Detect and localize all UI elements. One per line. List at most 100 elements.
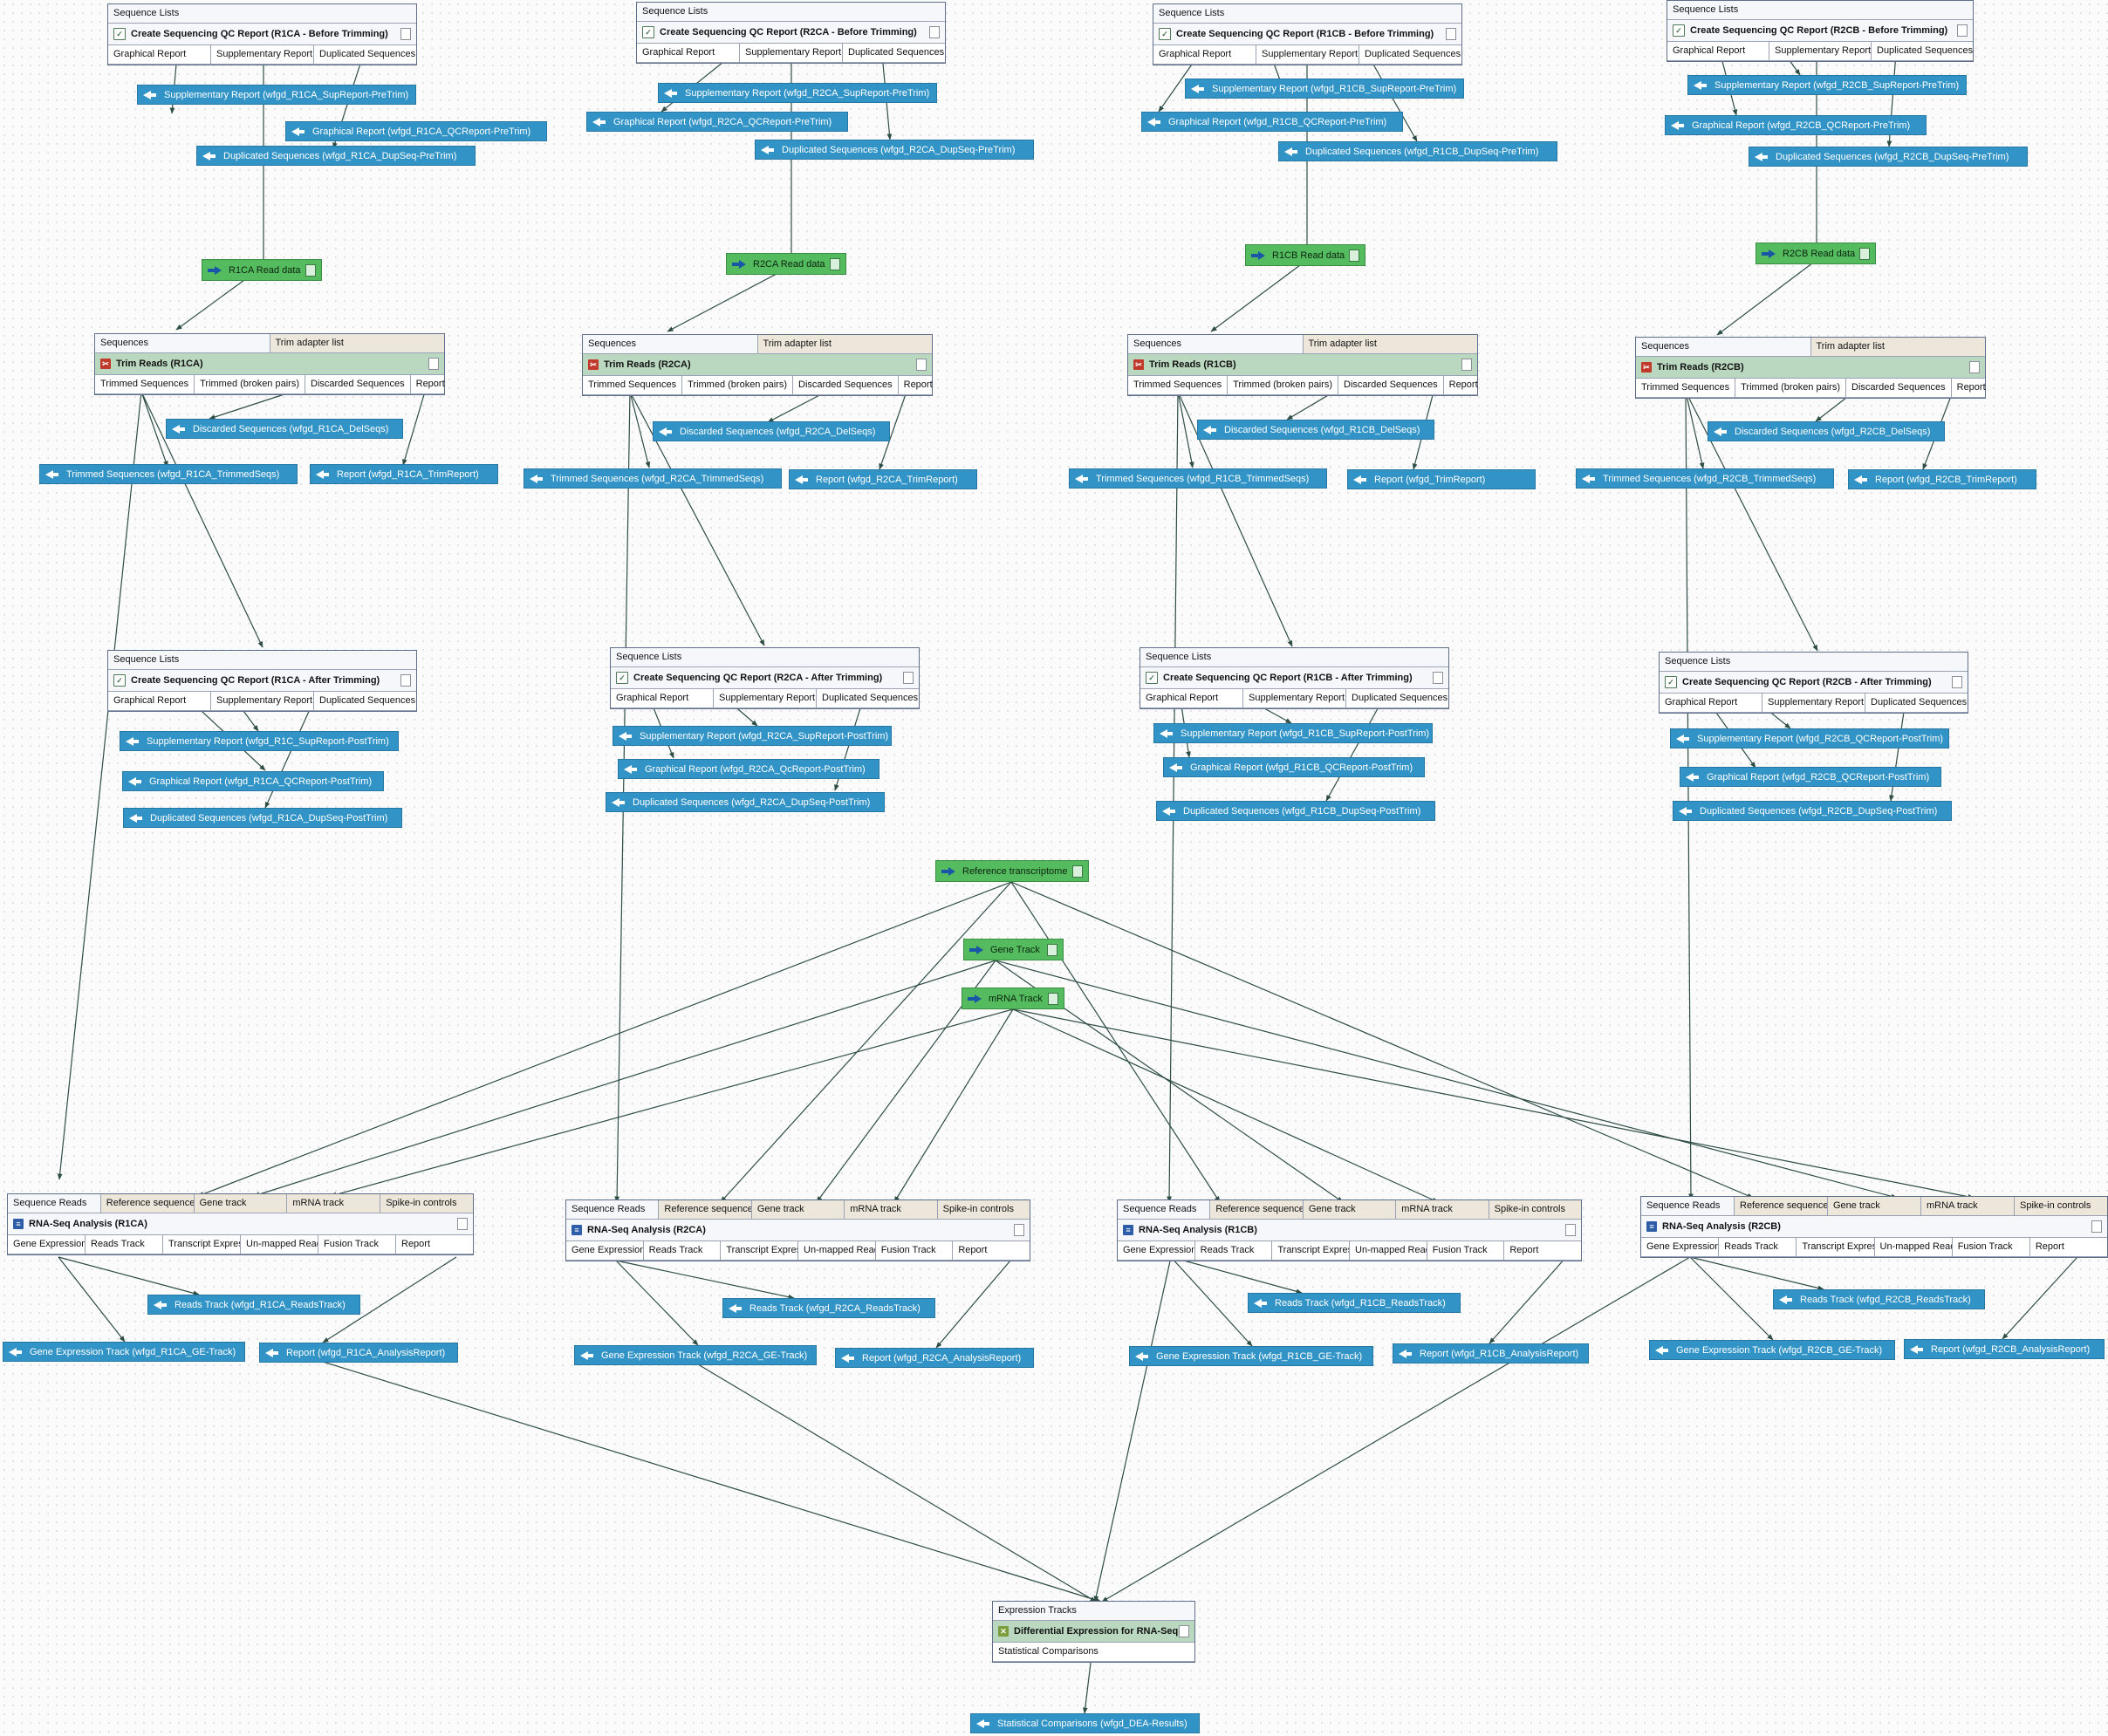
document-icon[interactable] — [1349, 249, 1359, 262]
input-port[interactable]: Sequence Reads — [1118, 1200, 1211, 1219]
input-port[interactable]: Reference sequence — [1735, 1197, 1828, 1215]
read-data-input[interactable]: R1CB Read data — [1245, 244, 1365, 266]
document-icon[interactable] — [903, 672, 914, 684]
pre-trim-duplicated-output[interactable]: Duplicated Sequences (wfgd_R2CA_DupSeq-P… — [755, 140, 1034, 160]
trim-reads-block-title-bar[interactable]: ✂Trim Reads (R2CB) — [1636, 357, 1985, 379]
output-port[interactable]: Graphical Report — [1660, 694, 1762, 712]
input-port[interactable]: Sequence Lists — [1159, 8, 1225, 18]
document-icon[interactable] — [400, 674, 411, 687]
discarded-sequences-output[interactable]: Discarded Sequences (wfgd_R1CA_DelSeqs) — [166, 419, 403, 439]
pre-trim-supplementary-output[interactable]: Supplementary Report (wfgd_R1CB_SupRepor… — [1185, 79, 1464, 99]
input-port[interactable]: Sequence Lists — [642, 6, 708, 17]
output-port[interactable]: Un-mapped Reads — [241, 1235, 318, 1254]
output-port[interactable]: Fusion Track — [876, 1241, 954, 1260]
document-icon[interactable] — [1957, 24, 1968, 37]
rna-seq-analysis-block-title-bar[interactable]: ≡RNA-Seq Analysis (R2CA) — [566, 1220, 1030, 1241]
input-port[interactable]: Expression Tracks — [998, 1605, 1077, 1616]
input-port[interactable]: Reference sequence — [1210, 1200, 1304, 1219]
document-icon[interactable] — [1565, 1224, 1576, 1236]
output-port[interactable]: Duplicated Sequences — [1877, 45, 1973, 56]
output-port[interactable]: Trimmed Sequences — [1636, 379, 1736, 397]
output-port[interactable]: Trimmed (broken pairs) — [195, 375, 305, 393]
qc-post-trim-block-title-bar[interactable]: ✓Create Sequencing QC Report (R2CB - Aft… — [1660, 672, 1968, 694]
mrna-track-input[interactable]: mRNA Track — [962, 988, 1064, 1009]
post-trim-supplementary-output[interactable]: Supplementary Report (wfgd_R1CB_SupRepor… — [1153, 723, 1433, 743]
input-port[interactable]: Sequence Lists — [1673, 4, 1739, 15]
post-trim-duplicated-output[interactable]: Duplicated Sequences (wfgd_R1CA_DupSeq-P… — [123, 808, 402, 828]
gene-expression-output[interactable]: Gene Expression Track (wfgd_R1CB_GE-Trac… — [1129, 1346, 1373, 1366]
input-port[interactable]: Sequence Reads — [8, 1194, 101, 1213]
trim-report-output[interactable]: Report (wfgd_R1CA_TrimReport) — [310, 464, 498, 484]
output-port[interactable]: Report — [1956, 382, 1986, 393]
output-port[interactable]: Transcript Expression Track — [1272, 1241, 1351, 1260]
document-icon[interactable] — [457, 1218, 468, 1230]
pre-trim-supplementary-output[interactable]: Supplementary Report (wfgd_R2CA_SupRepor… — [658, 83, 937, 103]
input-port[interactable]: Trim adapter list — [1303, 335, 1477, 353]
input-port[interactable]: Sequence Lists — [113, 8, 180, 18]
analysis-report-output[interactable]: Report (wfgd_R2CA_AnalysisReport) — [835, 1348, 1034, 1368]
qc-pre-trim-block-title-bar[interactable]: ✓Create Sequencing QC Report (R2CB - Bef… — [1667, 20, 1973, 42]
post-trim-graphical-output[interactable]: Graphical Report (wfgd_R1CA_QCReport-Pos… — [122, 771, 384, 791]
output-port[interactable]: Supplementary Report — [740, 44, 843, 62]
output-port[interactable]: Gene Expression Track — [1641, 1238, 1720, 1256]
trimmed-sequences-output[interactable]: Trimmed Sequences (wfgd_R2CB_TrimmedSeqs… — [1576, 468, 1834, 489]
discarded-sequences-output[interactable]: Discarded Sequences (wfgd_R2CB_DelSeqs) — [1708, 421, 1945, 441]
output-port[interactable]: Trimmed Sequences — [583, 376, 683, 394]
document-icon[interactable] — [1969, 361, 1980, 373]
input-port[interactable]: mRNA track — [1396, 1200, 1489, 1219]
trimmed-sequences-output[interactable]: Trimmed Sequences (wfgd_R1CB_TrimmedSeqs… — [1069, 468, 1327, 489]
input-port[interactable]: Gene track — [751, 1200, 845, 1219]
output-port[interactable]: Transcript Expression Track — [163, 1235, 241, 1254]
document-icon[interactable] — [1461, 359, 1472, 371]
input-port[interactable]: Sequence Lists — [1665, 656, 1731, 666]
differential-expression-title-bar[interactable]: ✕Differential Expression for RNA-Seq — [993, 1621, 1194, 1643]
output-port[interactable]: Trimmed (broken pairs) — [1735, 379, 1846, 397]
output-port[interactable]: Transcript Expression Track — [721, 1241, 799, 1260]
post-trim-graphical-output[interactable]: Graphical Report (wfgd_R2CB_QCReport-Pos… — [1680, 767, 1941, 787]
output-port[interactable]: Fusion Track — [1427, 1241, 1505, 1260]
input-port[interactable]: Reference sequence — [100, 1194, 195, 1213]
post-trim-graphical-output[interactable]: Graphical Report (wfgd_R2CA_QcReport-Pos… — [618, 759, 879, 779]
output-port[interactable]: Supplementary Report — [1769, 42, 1872, 60]
input-port[interactable]: Sequences — [1636, 338, 1811, 356]
output-port[interactable]: Supplementary Report — [211, 692, 314, 710]
output-port[interactable]: Report — [415, 379, 445, 389]
reads-track-output[interactable]: Reads Track (wfgd_R1CA_ReadsTrack) — [147, 1295, 360, 1315]
input-port[interactable]: Sequence Lists — [1146, 652, 1212, 662]
pre-trim-duplicated-output[interactable]: Duplicated Sequences (wfgd_R1CA_DupSeq-P… — [196, 146, 476, 166]
output-port[interactable]: Supplementary Report — [1256, 45, 1359, 64]
output-port[interactable]: Fusion Track — [1953, 1238, 2030, 1256]
qc-pre-trim-block-title-bar[interactable]: ✓Create Sequencing QC Report (R1CB - Bef… — [1153, 24, 1461, 45]
output-port[interactable]: Graphical Report — [611, 689, 714, 707]
output-port[interactable]: Duplicated Sequences — [319, 695, 416, 706]
post-trim-duplicated-output[interactable]: Duplicated Sequences (wfgd_R1CB_DupSeq-P… — [1156, 801, 1435, 821]
output-port[interactable]: Discarded Sequences — [793, 376, 899, 394]
input-port[interactable]: Sequence Reads — [1641, 1197, 1735, 1215]
input-port[interactable]: Trim adapter list — [1810, 338, 1985, 356]
output-port[interactable]: Report — [2035, 1241, 2064, 1252]
document-icon[interactable] — [929, 26, 940, 38]
output-port[interactable]: Report — [1509, 1245, 1539, 1255]
document-icon[interactable] — [830, 257, 840, 270]
output-port[interactable]: Reads Track — [644, 1241, 722, 1260]
output-port[interactable]: Reads Track — [86, 1235, 163, 1254]
post-trim-duplicated-output[interactable]: Duplicated Sequences (wfgd_R2CA_DupSeq-P… — [606, 792, 885, 812]
trim-report-output[interactable]: Report (wfgd_R2CB_TrimReport) — [1848, 469, 2036, 489]
output-port[interactable]: Trimmed (broken pairs) — [682, 376, 793, 394]
output-port[interactable]: Supplementary Report — [714, 689, 817, 707]
output-port[interactable]: Statistical Comparisons — [998, 1646, 1098, 1657]
output-port[interactable]: Transcript Expression Track — [1797, 1238, 1875, 1256]
output-port[interactable]: Graphical Report — [1140, 689, 1243, 707]
input-port[interactable]: mRNA track — [287, 1194, 381, 1213]
read-data-input[interactable]: R1CA Read data — [202, 259, 322, 281]
document-icon[interactable] — [400, 28, 411, 40]
pre-trim-graphical-output[interactable]: Graphical Report (wfgd_R2CA_QCReport-Pre… — [586, 112, 848, 132]
output-port[interactable]: Discarded Sequences — [305, 375, 411, 393]
input-port[interactable]: Trim adapter list — [757, 335, 932, 353]
trim-report-output[interactable]: Report (wfgd_R2CA_TrimReport) — [789, 469, 977, 489]
output-port[interactable]: Duplicated Sequences — [848, 47, 945, 58]
input-port[interactable]: Sequences — [95, 334, 270, 352]
rna-seq-analysis-block-title-bar[interactable]: ≡RNA-Seq Analysis (R1CB) — [1118, 1220, 1581, 1241]
input-port[interactable]: Gene track — [1303, 1200, 1397, 1219]
output-port[interactable]: Gene Expression Track — [1118, 1241, 1195, 1260]
